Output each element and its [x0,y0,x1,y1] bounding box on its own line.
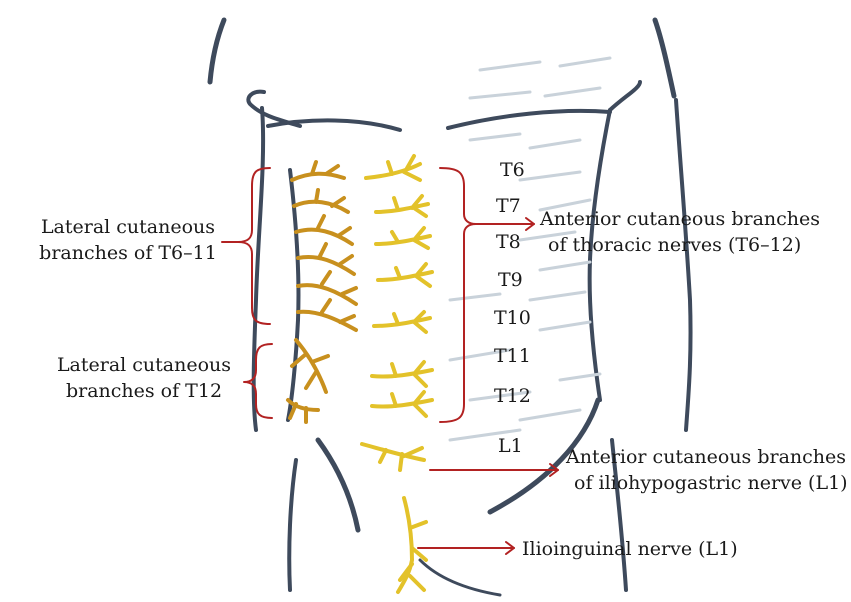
lateral-branch-t6 [292,162,344,180]
label-lateral-t12-line-1: Lateral cutaneous [52,352,236,378]
label-anterior-iliohypogastric: Anterior cutaneous branches of iliohypog… [566,444,848,496]
clavicle-left-line [268,120,400,130]
anterior-branch-t11 [372,362,432,386]
segment-label-t12: T12 [494,386,531,406]
segment-label-l1: L1 [498,436,523,456]
anterior-nerves [362,156,432,592]
lateral-branch-l [288,400,318,422]
label-lateral-t6-11-line-2: branches of T6–11 [36,240,220,266]
label-anterior-thoracic-line-1: Anterior cutaneous branches [540,206,820,232]
label-lateral-t6-11: Lateral cutaneous branches of T6–11 [36,214,220,266]
clavicle-right-line [448,111,610,128]
bracket-lateral-t12 [244,344,272,418]
neck-left-line [210,20,224,82]
lateral-branch-t8 [296,216,352,244]
anterior-branch-t7 [376,196,428,216]
segment-label-t6: T6 [500,160,525,180]
segment-label-t10: T10 [494,308,531,328]
label-ilioinguinal: Ilioinguinal nerve (L1) [522,536,738,562]
neck-right-line [655,20,674,96]
arm-right-outline [676,100,691,430]
hip-left-outline [318,440,358,530]
segment-label-t11: T11 [494,346,531,366]
arm-left-outline [254,108,263,430]
torso-outline [210,20,691,595]
anterior-branch-t12 [372,392,432,416]
lateral-branch-t9 [298,244,354,274]
anterior-branch-t9 [378,264,432,286]
lateral-branch-t10 [298,272,356,304]
thigh-left-outline [289,460,296,590]
groin-line [420,560,500,595]
segment-label-t9: T9 [498,270,523,290]
label-anterior-thoracic: Anterior cutaneous branches of thoracic … [540,206,820,258]
segment-label-t7: T7 [496,196,521,216]
label-anterior-iliohypogastric-line-2: of iliohypogastric nerve (L1) [566,470,848,496]
shoulder-right-line [610,82,640,110]
label-anterior-iliohypogastric-line-1: Anterior cutaneous branches [566,444,848,470]
label-lateral-t12: Lateral cutaneous branches of T12 [52,352,236,404]
anterior-branch-l1 [362,444,424,470]
segment-label-t8: T8 [496,232,521,252]
anterior-branch-t8 [376,228,430,248]
label-lateral-t6-11-line-1: Lateral cutaneous [36,214,220,240]
label-lateral-t12-line-2: branches of T12 [52,378,236,404]
lateral-branch-t11 [298,300,356,330]
anterior-branch-t10 [374,312,430,332]
lateral-branch-t7 [294,190,348,212]
label-anterior-thoracic-line-2: of thoracic nerves (T6–12) [540,232,820,258]
anterior-branch-t6 [366,156,420,180]
ilioinguinal-branch [398,498,426,592]
bracket-anterior-thoracic [440,168,476,422]
